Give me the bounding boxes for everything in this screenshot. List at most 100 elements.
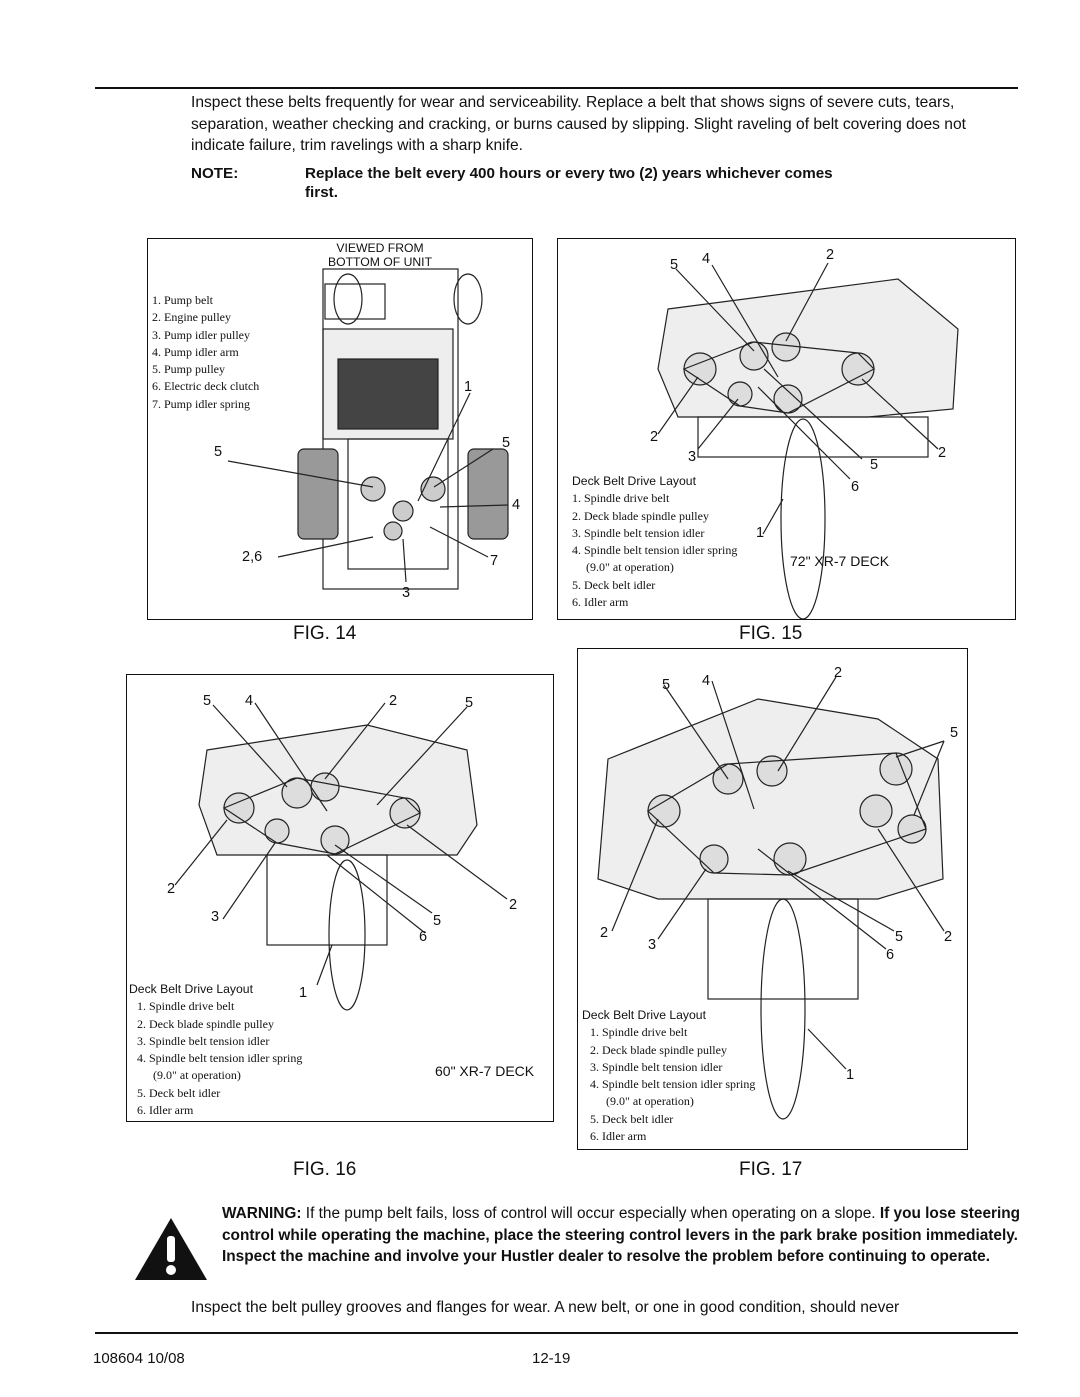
legend-item: 4. Spindle belt tension idler spring bbox=[572, 543, 738, 558]
legend-title: Deck Belt Drive Layout bbox=[572, 474, 696, 488]
fig17-caption: FIG. 17 bbox=[739, 1159, 803, 1180]
legend-title: Deck Belt Drive Layout bbox=[129, 982, 253, 996]
callout: 1 bbox=[846, 1067, 855, 1083]
callout: 5 bbox=[895, 929, 904, 945]
warning-body: If the pump belt fails, loss of control … bbox=[301, 1205, 880, 1222]
fig16-caption: FIG. 16 bbox=[293, 1159, 357, 1180]
legend-item: 2. Deck blade spindle pulley bbox=[572, 508, 709, 523]
legend-item: 7. Pump idler spring bbox=[152, 396, 250, 411]
legend-item: 5. Deck belt idler bbox=[137, 1085, 221, 1100]
fig15-legend: Deck Belt Drive Layout 1. Spindle drive … bbox=[572, 473, 737, 611]
legend-item: 2. Deck blade spindle pulley bbox=[137, 1016, 274, 1031]
callout: 5 bbox=[502, 435, 511, 451]
legend-item: 1. Spindle drive belt bbox=[572, 491, 670, 506]
callout: 6 bbox=[419, 929, 428, 945]
callout: 1 bbox=[299, 985, 308, 1001]
warning-text: WARNING: If the pump belt fails, loss of… bbox=[222, 1203, 1022, 1268]
legend-item: 2. Engine pulley bbox=[152, 310, 231, 325]
callout: 3 bbox=[648, 937, 657, 953]
warning-icon bbox=[135, 1218, 207, 1280]
callout: 1 bbox=[464, 379, 473, 395]
callout: 2 bbox=[938, 445, 947, 461]
callout: 5 bbox=[465, 695, 474, 711]
fig14-viewed-label: VIEWED FROM BOTTOM OF UNIT bbox=[320, 241, 440, 269]
callout: 6 bbox=[851, 479, 860, 495]
warning-bold: If you lose steering control while opera… bbox=[222, 1205, 1021, 1265]
legend-item: 3. Spindle belt tension idler bbox=[137, 1033, 270, 1048]
callout: 5 bbox=[662, 677, 671, 693]
callout: 5 bbox=[670, 257, 679, 273]
legend-item: (9.0" at operation) bbox=[586, 560, 674, 575]
fig14-caption: FIG. 14 bbox=[293, 623, 357, 644]
callout: 2 bbox=[600, 925, 609, 941]
warning-label: WARNING: bbox=[222, 1205, 302, 1222]
legend-item: 6. Electric deck clutch bbox=[152, 379, 260, 394]
legend-item: 5. Pump pulley bbox=[152, 362, 226, 377]
callout: 3 bbox=[402, 585, 411, 601]
callout: 7 bbox=[490, 553, 499, 569]
callout: 4 bbox=[702, 673, 711, 689]
fig14-viewed-line1: VIEWED FROM bbox=[336, 241, 424, 255]
legend-item: (9.0" at operation) bbox=[153, 1068, 241, 1083]
figure-15: Deck Belt Drive Layout 1. Spindle drive … bbox=[557, 238, 1016, 620]
legend-item: 6. Idler arm bbox=[572, 595, 629, 610]
fig15-caption: FIG. 15 bbox=[739, 623, 803, 644]
callout: 2 bbox=[509, 897, 518, 913]
callout: 2 bbox=[389, 693, 398, 709]
callout: 4 bbox=[512, 497, 521, 513]
callout: 2 bbox=[944, 929, 953, 945]
fig16-drawing bbox=[174, 702, 508, 1011]
legend-item: 4. Spindle belt tension idler spring bbox=[590, 1077, 756, 1092]
legend-item: 3. Spindle belt tension idler bbox=[590, 1059, 723, 1074]
legend-item: 3. Pump idler pulley bbox=[152, 327, 250, 342]
legend-item: 4. Spindle belt tension idler spring bbox=[137, 1051, 303, 1066]
legend-item: 1. Spindle drive belt bbox=[137, 999, 235, 1014]
legend-item: 3. Spindle belt tension idler bbox=[572, 525, 705, 540]
intro-paragraph: Inspect these belts frequently for wear … bbox=[191, 94, 966, 154]
callout: 2,6 bbox=[242, 549, 263, 565]
fig15-deck-label: 72" XR-7 DECK bbox=[790, 553, 890, 569]
legend-item: (9.0" at operation) bbox=[606, 1094, 694, 1109]
callout: 3 bbox=[688, 449, 697, 465]
legend-item: 1. Pump belt bbox=[152, 293, 214, 307]
callout: 3 bbox=[211, 909, 220, 925]
callout: 5 bbox=[950, 725, 959, 741]
callout: 5 bbox=[433, 913, 442, 929]
fig15-drawing bbox=[657, 262, 959, 619]
fig14-legend: 1. Pump belt 2. Engine pulley 3. Pump id… bbox=[152, 292, 259, 413]
fig16-legend: Deck Belt Drive Layout 1. Spindle drive … bbox=[129, 981, 302, 1119]
callout: 5 bbox=[214, 444, 223, 460]
bottom-rule bbox=[95, 1332, 1018, 1334]
closing-paragraph: Inspect the belt pulley grooves and flan… bbox=[191, 1299, 900, 1316]
figure-14: VIEWED FROM BOTTOM OF UNIT 1. Pump belt … bbox=[147, 238, 533, 620]
legend-item: 5. Deck belt idler bbox=[590, 1111, 674, 1126]
callout: 5 bbox=[203, 693, 212, 709]
callout: 2 bbox=[650, 429, 659, 445]
note-label: NOTE: bbox=[191, 165, 239, 182]
legend-item: 5. Deck belt idler bbox=[572, 577, 656, 592]
figure-16: Deck Belt Drive Layout 1. Spindle drive … bbox=[126, 674, 554, 1122]
callout: 5 bbox=[870, 457, 879, 473]
footer-doc-number: 108604 10/08 bbox=[93, 1350, 185, 1367]
callout: 4 bbox=[702, 251, 711, 267]
legend-item: 4. Pump idler arm bbox=[152, 344, 239, 359]
legend-item: 6. Idler arm bbox=[590, 1129, 647, 1144]
footer-page-number: 12-19 bbox=[532, 1350, 571, 1367]
callout: 2 bbox=[167, 881, 176, 897]
fig14-viewed-line2: BOTTOM OF UNIT bbox=[327, 255, 433, 269]
callout: 2 bbox=[826, 247, 835, 263]
callout: 1 bbox=[756, 525, 765, 541]
figure-17: Deck Belt Drive Layout 1. Spindle drive … bbox=[577, 648, 968, 1150]
fig16-deck-label: 60" XR-7 DECK bbox=[435, 1063, 535, 1079]
fig14-drawing bbox=[227, 268, 509, 590]
legend-item: 6. Idler arm bbox=[137, 1103, 194, 1118]
legend-item: 2. Deck blade spindle pulley bbox=[590, 1042, 727, 1057]
note-text: Replace the belt every 400 hours or ever… bbox=[305, 165, 833, 201]
fig17-legend: Deck Belt Drive Layout 1. Spindle drive … bbox=[582, 1007, 755, 1145]
callout: 2 bbox=[834, 665, 843, 681]
top-rule bbox=[95, 87, 1018, 89]
callout: 6 bbox=[886, 947, 895, 963]
callout: 4 bbox=[245, 693, 254, 709]
legend-item: 1. Spindle drive belt bbox=[590, 1025, 688, 1040]
legend-title: Deck Belt Drive Layout bbox=[582, 1008, 706, 1022]
